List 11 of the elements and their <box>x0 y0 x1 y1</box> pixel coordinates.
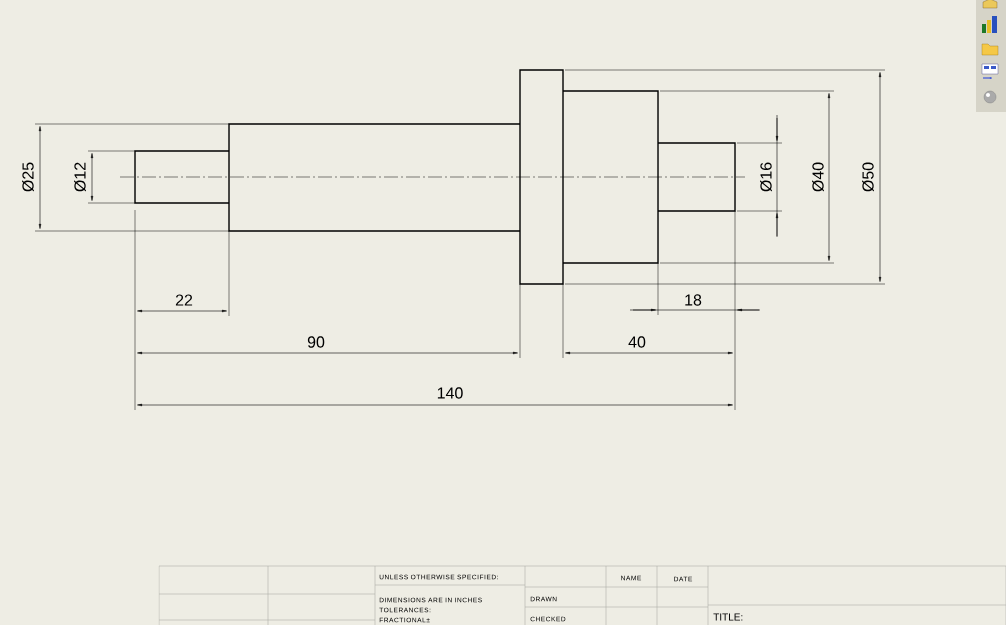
dimension-text: Ø50 <box>862 162 874 192</box>
dimension-text: 22 <box>175 294 193 306</box>
dimension-text: 90 <box>307 336 325 348</box>
dimension-text: Ø40 <box>812 162 824 192</box>
dimension-text: Ø12 <box>74 162 86 192</box>
dimension-text: 18 <box>685 294 702 306</box>
title-block-text: TITLE: <box>713 613 743 621</box>
dimension-text: 40 <box>628 336 646 348</box>
dimension-text: 140 <box>437 387 463 399</box>
dimension-text: Ø16 <box>760 162 772 192</box>
dimension-text: Ø25 <box>22 162 34 192</box>
